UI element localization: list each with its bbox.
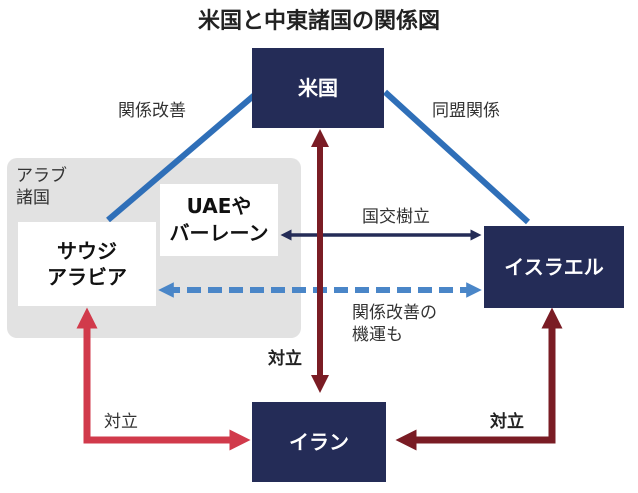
- saudi-iran-arrow: [76, 307, 251, 451]
- saudi-israel-label-line2: 機運も: [352, 325, 403, 345]
- group-label-line1: アラブ: [16, 165, 67, 186]
- saudi-israel-label-line1: 関係改善の: [352, 303, 437, 323]
- uae-israel-label: 国交樹立: [362, 207, 430, 227]
- group-label-line2: 諸国: [16, 188, 50, 208]
- iran-label: イラン: [289, 430, 349, 454]
- saudi-label-line2: アラビア: [47, 265, 127, 289]
- usa-iran-label: 対立: [267, 348, 302, 369]
- saudi-arabia-box: [18, 222, 156, 306]
- usa-saudi-line: [106, 89, 260, 223]
- israel-iran-arrow: [395, 307, 563, 451]
- iran-node: [252, 402, 386, 482]
- saudi-label-line1: サウジ: [57, 239, 117, 263]
- usa-israel-line: [382, 89, 531, 225]
- uae-bahrain-box: [160, 184, 278, 256]
- israel-label: イスラエル: [504, 255, 603, 279]
- usa-israel-label: 同盟関係: [432, 101, 500, 121]
- saudi-iran-label: 対立: [104, 412, 138, 432]
- uae-label-line2: バーレーン: [170, 221, 269, 245]
- usa-saudi-label: 関係改善: [118, 101, 186, 121]
- usa-label: 米国: [298, 76, 338, 100]
- usa-node: [252, 48, 384, 128]
- israel-node: [484, 226, 624, 308]
- israel-iran-label: 対立: [489, 411, 524, 432]
- diagram-title: 米国と中東諸国の関係図: [198, 8, 440, 34]
- uae-label-line1: UAEや: [187, 194, 252, 218]
